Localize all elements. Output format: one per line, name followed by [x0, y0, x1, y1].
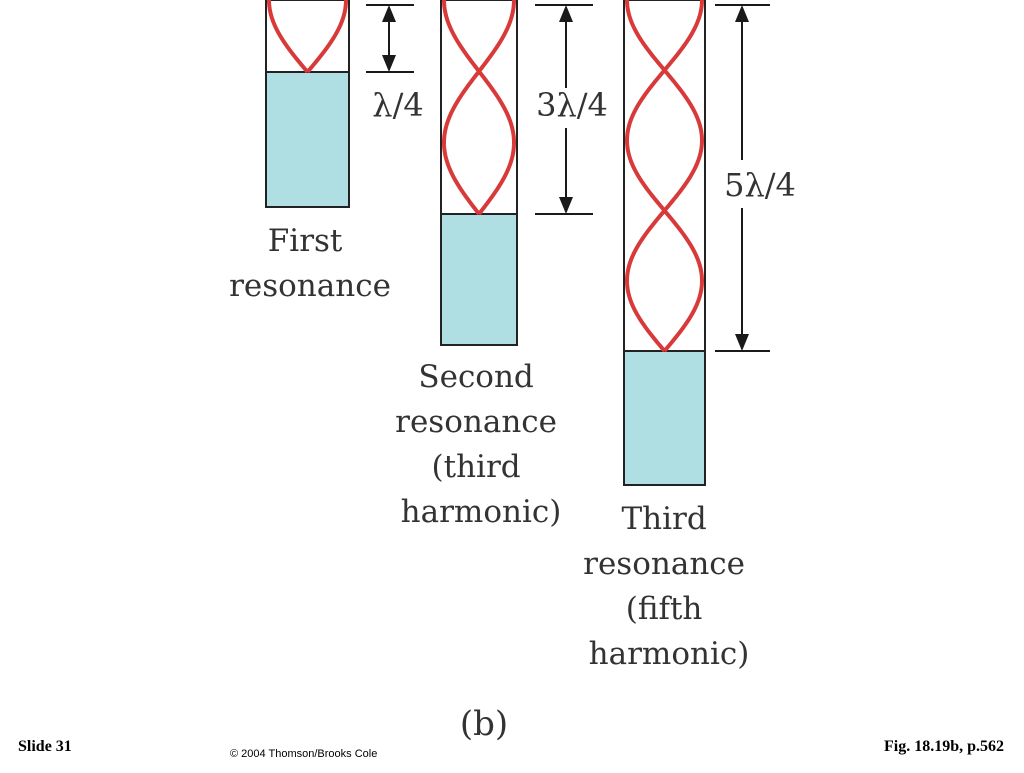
- caption-second: Second resonance (third harmonic): [395, 359, 567, 530]
- dim-3-arrow-down: [735, 334, 749, 351]
- dim-3-arrow-up: [735, 5, 749, 22]
- dim-1-arrow-down: [382, 55, 396, 72]
- dimension-first: λ/4: [366, 4, 424, 124]
- dim-2-arrow-up: [559, 5, 573, 22]
- panel-label: (b): [460, 704, 508, 744]
- caption-3-line-3: (fifth: [626, 591, 703, 627]
- tube-third-resonance: [623, 0, 706, 486]
- caption-third: Third resonance (fifth harmonic): [583, 501, 755, 672]
- caption-2-line-1: Second: [418, 359, 533, 395]
- tube-first-resonance: [265, 0, 350, 208]
- tube-3-wave: [624, 0, 705, 353]
- dim-2-label: 3λ/4: [536, 86, 608, 124]
- caption-2-line-2: resonance: [395, 404, 557, 440]
- tube-2-wave: [441, 0, 517, 216]
- dimension-second: 3λ/4: [535, 4, 608, 215]
- dim-1-label: λ/4: [372, 86, 423, 124]
- slide-number: Slide 31: [18, 738, 72, 755]
- tube-1-water: [265, 71, 350, 208]
- caption-2-line-4: harmonic): [401, 494, 562, 530]
- caption-3-line-4: harmonic): [589, 636, 750, 672]
- tube-second-resonance: [440, 0, 518, 346]
- caption-2-line-3: (third: [432, 449, 521, 485]
- figure-reference: Fig. 18.19b, p.562: [884, 738, 1004, 755]
- tube-2-water: [440, 213, 518, 346]
- caption-1-line-2: resonance: [229, 268, 391, 304]
- dim-2-arrow-down: [559, 197, 573, 214]
- dim-1-arrow-up: [382, 5, 396, 22]
- dim-3-label: 5λ/4: [724, 166, 796, 204]
- caption-first: First resonance: [229, 223, 391, 304]
- tube-3-water: [623, 350, 706, 486]
- caption-3-line-1: Third: [621, 501, 706, 537]
- tube-1-wave: [267, 0, 348, 74]
- caption-1-line-1: First: [268, 223, 343, 259]
- dimension-third: 5λ/4: [715, 4, 796, 352]
- copyright-notice: © 2004 Thomson/Brooks Cole: [230, 748, 377, 760]
- caption-3-line-2: resonance: [583, 546, 745, 582]
